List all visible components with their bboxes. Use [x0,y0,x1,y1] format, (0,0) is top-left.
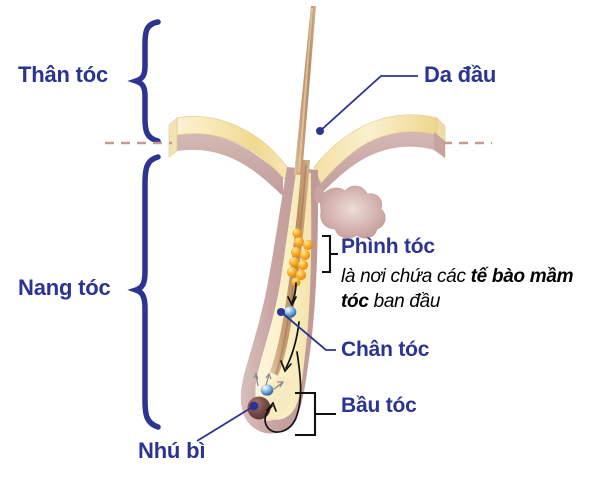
bracket-bulge [322,234,332,274]
label-scalp: Da đầu [424,62,497,87]
leader-line-root [280,311,336,351]
label-hair-root: Chân tóc [341,338,430,361]
brace-hair-shaft [127,19,161,144]
label-hair-bulb: Bầu tóc [341,394,417,417]
label-hair-follicle: Nang tóc [18,275,111,300]
stem-cell-markers [260,306,297,396]
papilla-signal-arrows [253,372,285,390]
sebaceous-duct [314,186,325,204]
sebaceous-gland [314,185,386,239]
hair-shaft-in-follicle [270,160,310,376]
leader-line-papilla [196,405,255,442]
leader-line-scalp [319,75,418,132]
label-hair-shaft: Thân tóc [18,62,109,87]
arrow-down-upper-head [287,296,297,307]
arrow-loop-bottom [264,351,302,433]
sebaceous-gland-lobes [319,185,386,239]
blue-cell-bulb [260,384,274,396]
label-bulge: Phình tóc [341,235,435,258]
blue-cell-root [283,306,297,318]
scalp-skin-layer [168,114,446,197]
brace-hair-follicle [127,154,161,430]
germ-cell-cluster [286,228,314,287]
description-bold-a: tế bào [470,266,525,287]
description-bold-b: mầm tóc [341,266,574,312]
arrow-down-upper [291,282,297,304]
arrow-down-mid-head [280,360,292,373]
dermis-right-edge [434,132,445,158]
leader-lines [196,75,418,442]
epidermis-left-edge-face [168,117,178,158]
description-plain-b: ban đầu [368,291,441,312]
dermis-band-right [318,128,434,197]
dermis-band-left [177,132,283,196]
square-brackets [295,234,338,437]
bulge-description: là nơi chứa các tế bào mầm tóc ban đầu [341,264,593,314]
arrow-loop-head [266,401,277,412]
label-dermal-papilla: Nhú bì [138,438,206,463]
description-plain-a: là nơi chứa các [341,266,471,287]
hair-shaft-tip-highlight [298,8,313,172]
curly-braces [127,19,161,430]
